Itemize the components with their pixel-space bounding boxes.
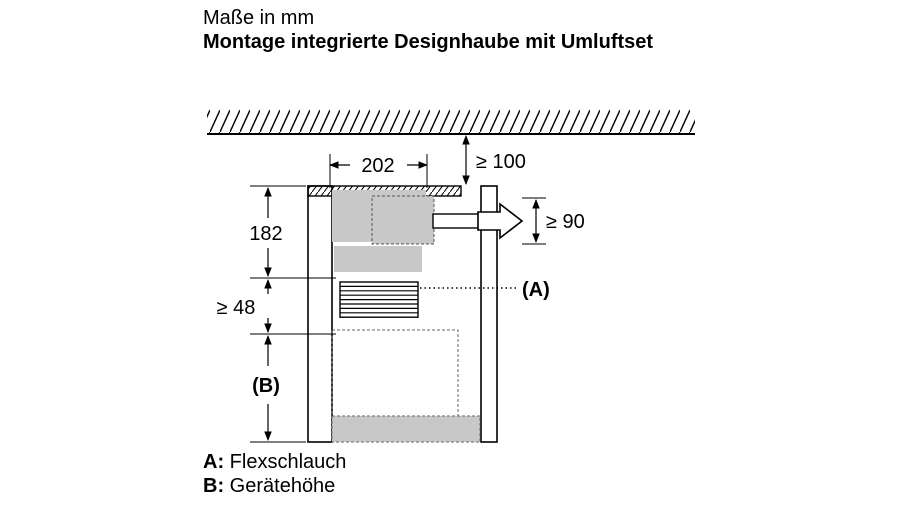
ceiling <box>207 110 695 135</box>
legend-text: Flexschlauch <box>229 451 347 473</box>
units-note: Maße in mm <box>203 7 315 29</box>
dim-height-hose-label: ≥ 48 <box>217 297 256 319</box>
dim-width <box>329 154 428 188</box>
legend-item-b: B: Gerätehöhe <box>203 474 346 498</box>
exhaust-pipe <box>432 202 524 240</box>
blower-unit <box>332 190 435 272</box>
diagram-title: Montage integrierte Designhaube mit Umlu… <box>203 31 654 53</box>
legend-item-a: A: Flexschlauch <box>203 450 346 474</box>
dim-vertical-chain <box>250 185 336 443</box>
dim-side-gap <box>522 197 546 245</box>
legend-key: B: <box>203 475 225 497</box>
legend-text: Gerätehöhe <box>229 475 336 497</box>
dim-width-label: 202 <box>361 155 394 177</box>
flex-hose <box>339 281 419 318</box>
dim-side-gap-label: ≥ 90 <box>546 211 585 233</box>
dim-ceiling-gap-label: ≥ 100 <box>476 151 526 173</box>
front-panel <box>480 185 498 443</box>
hose-callout-label: (A) <box>522 279 550 301</box>
legend-key: A: <box>203 451 225 473</box>
legend: A: Flexschlauch B: Gerätehöhe <box>203 450 346 498</box>
dim-height-upper-label: 182 <box>249 223 282 245</box>
hood-body <box>331 329 459 417</box>
header: Maße in mm Montage integrierte Designhau… <box>203 6 763 54</box>
dim-height-device-label: (B) <box>252 375 280 397</box>
device-base <box>331 415 481 443</box>
